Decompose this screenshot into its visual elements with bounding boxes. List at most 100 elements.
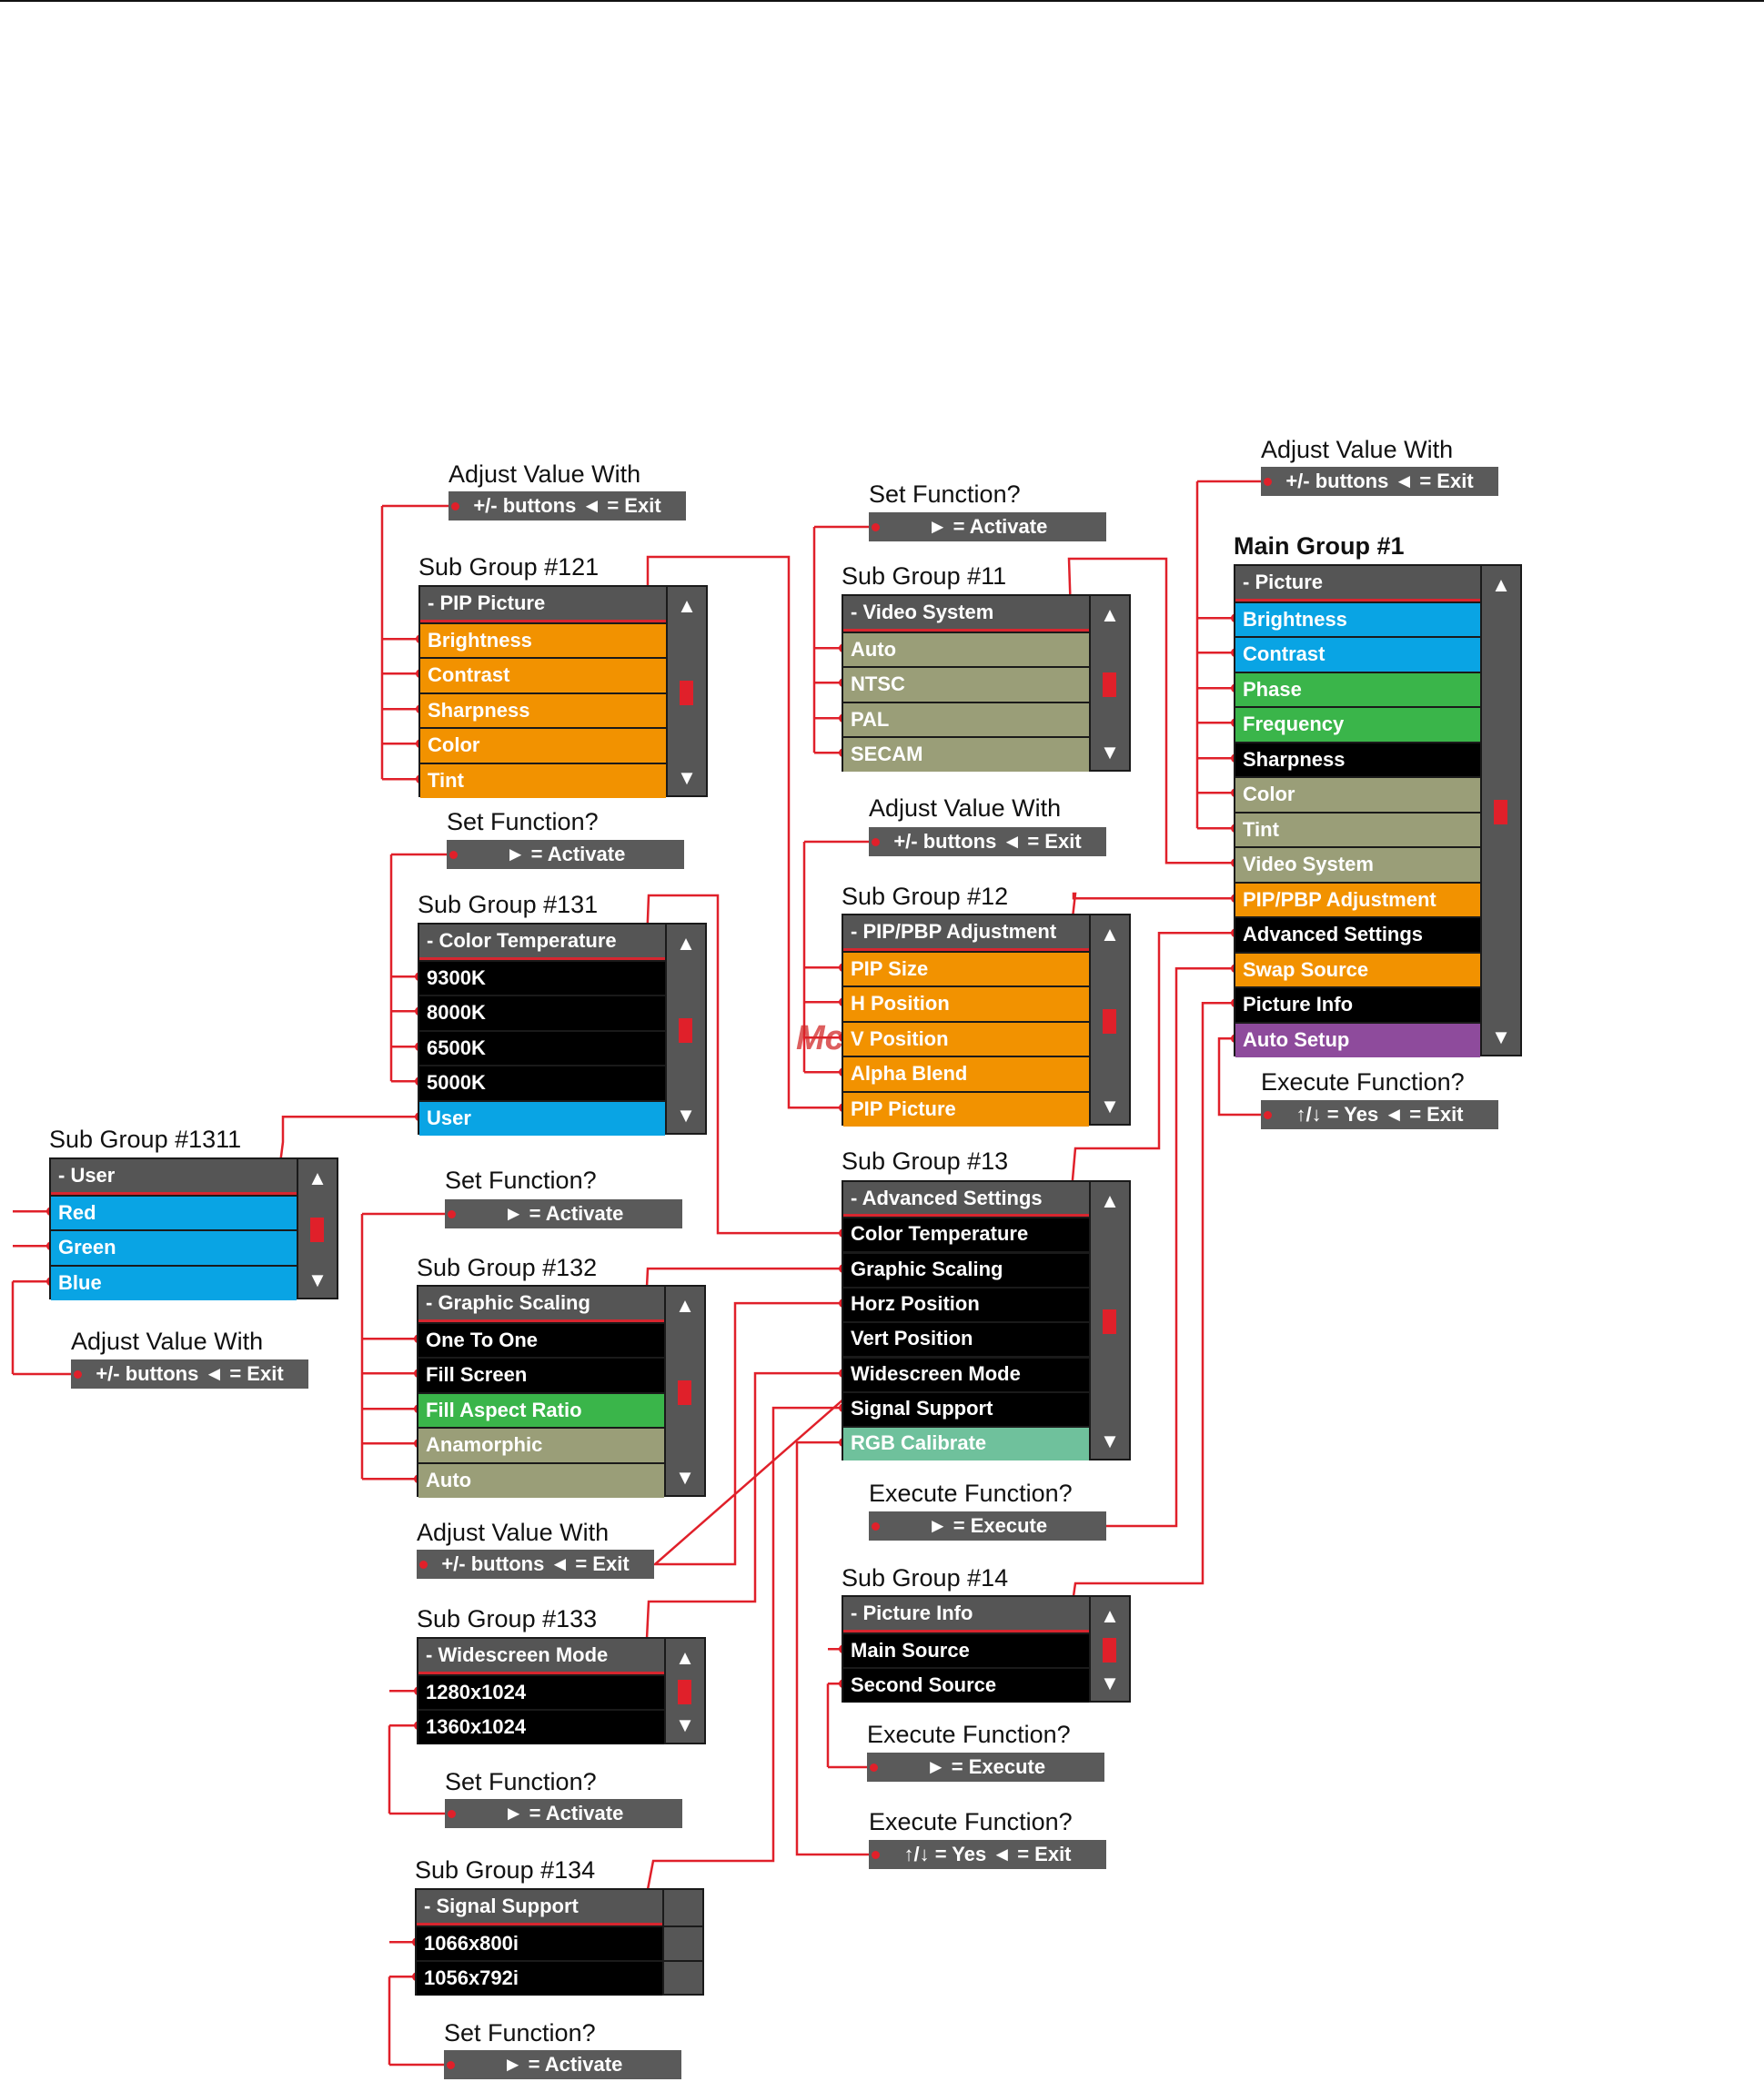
menu-item[interactable]: Color [1235, 776, 1480, 812]
menu-item[interactable]: Green [51, 1229, 297, 1265]
menu-item[interactable]: Red [51, 1195, 297, 1230]
menu-item[interactable]: H Position [843, 985, 1089, 1021]
scroll-up-icon[interactable]: ▲ [676, 932, 696, 955]
menu-item[interactable]: Tint [1235, 812, 1480, 847]
menu-item[interactable]: Fill Screen [418, 1357, 664, 1392]
menu-item[interactable]: Second Source [843, 1667, 1089, 1703]
menu-item[interactable]: User [419, 1100, 665, 1136]
scroll-up-icon[interactable]: ▲ [677, 594, 697, 617]
scrollbar[interactable]: ▲▼ [1091, 596, 1129, 770]
scrollbar[interactable]: ▲▼ [666, 1287, 704, 1495]
scrollbar[interactable]: ▲▼ [1091, 1182, 1129, 1459]
menu-item[interactable]: PIP/PBP Adjustment [1235, 882, 1480, 917]
menu-item[interactable]: 6500K [419, 1030, 665, 1066]
hint-activate-131: ► = Activate [447, 840, 684, 869]
scroll-up-icon[interactable]: ▲ [1100, 603, 1120, 626]
menu-item[interactable]: One To One [418, 1322, 664, 1358]
scrollbar[interactable]: ▲▼ [1482, 566, 1520, 1055]
scroll-down-icon[interactable]: ▼ [1100, 740, 1120, 763]
menu-item[interactable]: Auto Setup [1235, 1022, 1480, 1057]
menu-item[interactable]: SECAM [843, 736, 1089, 772]
scroll-down-icon[interactable]: ▼ [677, 765, 697, 789]
menu-item[interactable]: Advanced Settings [1235, 916, 1480, 952]
menu-item[interactable]: Graphic Scaling [843, 1252, 1089, 1287]
menu-item[interactable]: 1360x1024 [418, 1709, 664, 1744]
scroll-thumb[interactable] [678, 1380, 691, 1405]
scroll-thumb[interactable] [310, 1218, 324, 1242]
scroll-down-icon[interactable]: ▼ [1491, 1025, 1511, 1048]
menu-item[interactable]: Contrast [1235, 636, 1480, 672]
connector-line [646, 555, 843, 1109]
scrollbar[interactable]: ▲▼ [298, 1159, 337, 1298]
menu-item[interactable]: PAL [843, 702, 1089, 737]
menu-item[interactable]: 1280x1024 [418, 1674, 664, 1710]
scroll-up-icon[interactable]: ▲ [307, 1167, 328, 1189]
menu-item[interactable]: 8000K [419, 995, 665, 1030]
scroll-down-icon[interactable]: ▼ [1100, 1429, 1120, 1452]
scroll-up-icon[interactable]: ▲ [1100, 1189, 1120, 1212]
menu-item[interactable]: Sharpness [1235, 742, 1480, 777]
menu-item[interactable]: Signal Support [843, 1391, 1089, 1426]
menu-item[interactable]: Color [420, 727, 666, 763]
menu-item[interactable]: V Position [843, 1021, 1089, 1056]
menu-item[interactable]: Horz Position [843, 1287, 1089, 1321]
scroll-thumb[interactable] [1103, 1309, 1116, 1334]
menu-item[interactable]: NTSC [843, 666, 1089, 702]
menu-item[interactable]: Auto [418, 1462, 664, 1498]
menu-item[interactable]: Auto [843, 632, 1089, 667]
scrollbar[interactable]: ▲▼ [1091, 915, 1129, 1124]
menu-item[interactable]: PIP Size [843, 951, 1089, 986]
scroll-thumb[interactable] [1494, 799, 1507, 824]
scroll-thumb[interactable] [1103, 1638, 1116, 1663]
menu-item[interactable]: Widescreen Mode [843, 1357, 1089, 1391]
menu-item[interactable]: Contrast [420, 657, 666, 692]
menu-item[interactable]: Alpha Blend [843, 1056, 1089, 1091]
scroll-down-icon[interactable]: ▼ [675, 1465, 695, 1489]
scroll-thumb[interactable] [680, 680, 693, 705]
menu-item[interactable]: Phase [1235, 672, 1480, 707]
scroll-thumb[interactable] [679, 1017, 692, 1043]
menu-item[interactable]: Brightness [420, 622, 666, 658]
menu-item[interactable]: 9300K [419, 960, 665, 996]
menu-item[interactable]: Sharpness [420, 692, 666, 728]
execfn-caption-13: Execute Function? [869, 1480, 1073, 1507]
scroll-down-icon[interactable]: ▼ [1100, 1094, 1120, 1117]
menu-item[interactable]: Video System [1235, 846, 1480, 882]
scroll-down-icon[interactable]: ▼ [676, 1103, 696, 1127]
scroll-thumb[interactable] [1103, 672, 1116, 697]
scroll-down-icon[interactable]: ▼ [1100, 1671, 1120, 1694]
menu-item[interactable]: Color Temperature [843, 1217, 1089, 1251]
menu-item[interactable]: Main Source [843, 1632, 1089, 1668]
menu-item[interactable]: 1066x800i [417, 1925, 662, 1961]
menu-item[interactable]: 5000K [419, 1065, 665, 1100]
scroll-up-icon[interactable]: ▲ [675, 1294, 695, 1317]
scroll-up-icon[interactable]: ▲ [1100, 923, 1120, 945]
scroll-down-icon[interactable]: ▼ [307, 1268, 328, 1291]
menu-item[interactable]: Fill Aspect Ratio [418, 1392, 664, 1428]
menu-item[interactable]: Frequency [1235, 706, 1480, 742]
scroll-thumb[interactable] [1103, 1008, 1116, 1034]
scrollbar[interactable]: ▲▼ [668, 587, 706, 795]
scrollbar[interactable]: ▲▼ [667, 925, 705, 1133]
menu-item[interactable]: 1056x792i [417, 1960, 662, 1996]
menu-item[interactable]: RGB Calibrate [843, 1426, 1089, 1460]
menu-item[interactable]: Brightness [1235, 601, 1480, 637]
scrollbar[interactable]: ▲▼ [666, 1639, 704, 1743]
scroll-down-icon[interactable]: ▼ [675, 1713, 695, 1736]
sg134-title: Sub Group #134 [415, 1856, 596, 1884]
scroll-thumb[interactable] [678, 1680, 691, 1704]
menu-item[interactable]: Swap Source [1235, 952, 1480, 987]
scroll-up-icon[interactable]: ▲ [1100, 1604, 1120, 1627]
scroll-up-icon[interactable]: ▲ [675, 1646, 695, 1669]
menu-item[interactable]: PIP Picture [843, 1091, 1089, 1127]
scrollbar[interactable]: ▲▼ [1091, 1597, 1129, 1701]
sg11-title: Sub Group #11 [842, 562, 1007, 590]
hint-adjust-13: +/- buttons ◄ = Exit [417, 1550, 654, 1579]
menu-item[interactable]: Tint [420, 763, 666, 798]
menu-item[interactable]: Blue [51, 1265, 297, 1300]
menu-item[interactable]: Anamorphic [418, 1427, 664, 1462]
scrollbar[interactable] [664, 1890, 702, 1994]
menu-item[interactable]: Picture Info [1235, 986, 1480, 1022]
menu-item[interactable]: Vert Position [843, 1321, 1089, 1356]
scroll-up-icon[interactable]: ▲ [1491, 573, 1511, 596]
